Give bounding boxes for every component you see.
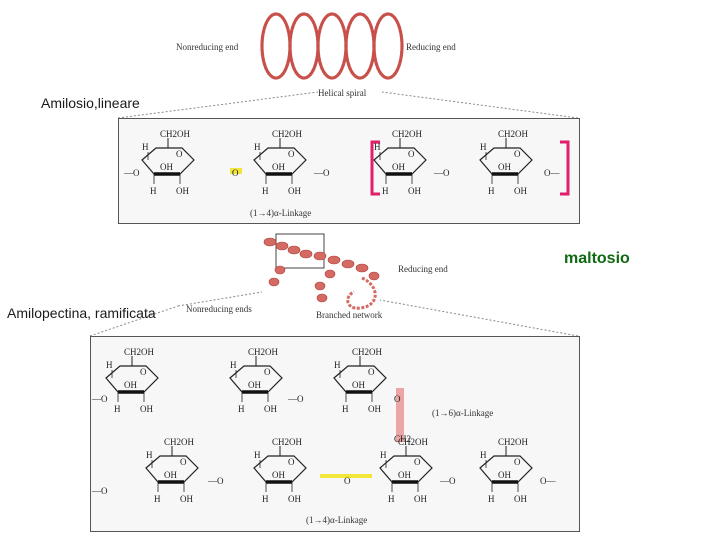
svg-text:—O: —O xyxy=(433,168,450,178)
svg-text:—O: —O xyxy=(91,486,108,496)
alpha14-linkage-caption-bottom: (1→4)α-Linkage xyxy=(306,515,368,525)
svg-text:—O: —O xyxy=(91,394,108,404)
reducing-end-caption-mid: Reducing end xyxy=(398,264,448,274)
svg-text:—O: —O xyxy=(313,168,330,178)
svg-text:—O: —O xyxy=(287,394,304,404)
svg-text:—O: —O xyxy=(439,476,456,486)
svg-text:O: O xyxy=(394,394,401,404)
svg-text:O: O xyxy=(344,476,351,486)
amylopectin-label: Amilopectina, ramificata xyxy=(7,305,156,321)
svg-text:—O: —O xyxy=(207,476,224,486)
alpha16-linkage-caption: (1→6)α-Linkage xyxy=(432,408,494,418)
amylopectin-branched-illustration xyxy=(263,233,380,310)
svg-text:—O: —O xyxy=(123,168,140,178)
amylose-helix-illustration xyxy=(260,12,404,80)
maltose-label: maltosio xyxy=(564,250,630,267)
svg-text:O—: O— xyxy=(540,476,556,486)
nonreducing-ends-caption: Nonreducing ends xyxy=(186,304,252,314)
svg-text:O—: O— xyxy=(544,168,560,178)
alpha14-linkage-caption-top: (1→4)α-Linkage xyxy=(250,208,312,218)
helical-spiral-caption: Helical spiral xyxy=(318,88,367,98)
amylopectin-chain-structure: CH2OH O H OH H OH —O —O O CH2 —O —O O —O… xyxy=(91,345,556,506)
svg-text:O: O xyxy=(232,168,239,178)
reducing-end-caption: Reducing end xyxy=(406,42,456,52)
nonreducing-end-caption: Nonreducing end xyxy=(176,42,239,52)
amylose-chain-structure: CH2OH O H OH H OH —O O —O —O O— xyxy=(123,127,570,198)
amylose-label: Amilosio,lineare xyxy=(41,95,140,111)
branched-network-caption: Branched network xyxy=(316,310,383,320)
